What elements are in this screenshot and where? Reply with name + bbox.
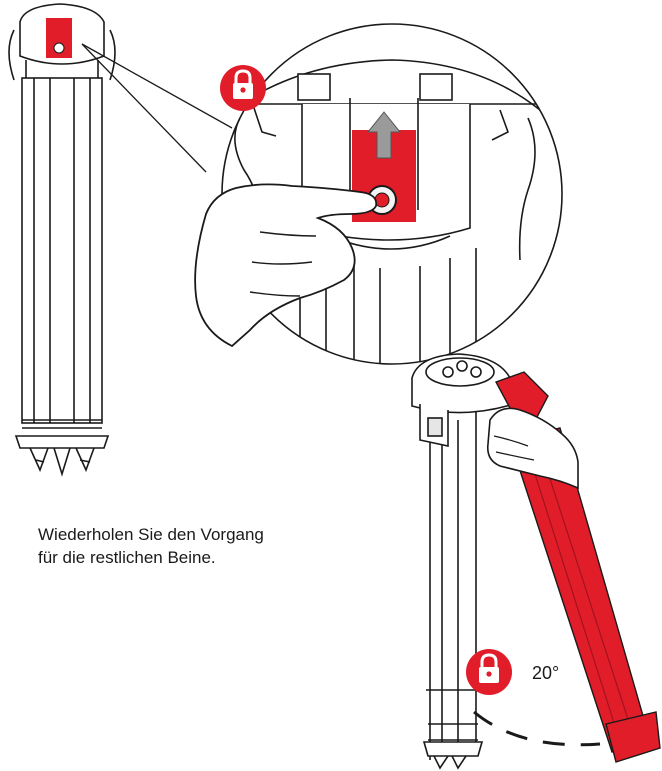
padlock-icon [220,65,266,111]
instruction-line-2: für die restlichen Beine. [38,548,216,567]
hand-pressing-button [194,183,378,348]
zoom-connector [81,43,233,173]
push-up-arrow [366,111,402,159]
zoom-detail-circle [194,23,563,365]
padlock-icon [466,649,512,695]
leg-lock-button-small [53,42,65,54]
red-tripod-leg [494,371,661,763]
tripod-leg-overview [8,3,116,477]
angle-arc [473,710,601,747]
instruction-text: Wiederholen Sie den Vorgang für die rest… [38,523,358,569]
instruction-line-1: Wiederholen Sie den Vorgang [38,525,264,544]
angle-label: 20° [532,663,560,683]
tripod-unfolded [411,353,515,770]
hand-pulling-leg [486,407,579,490]
